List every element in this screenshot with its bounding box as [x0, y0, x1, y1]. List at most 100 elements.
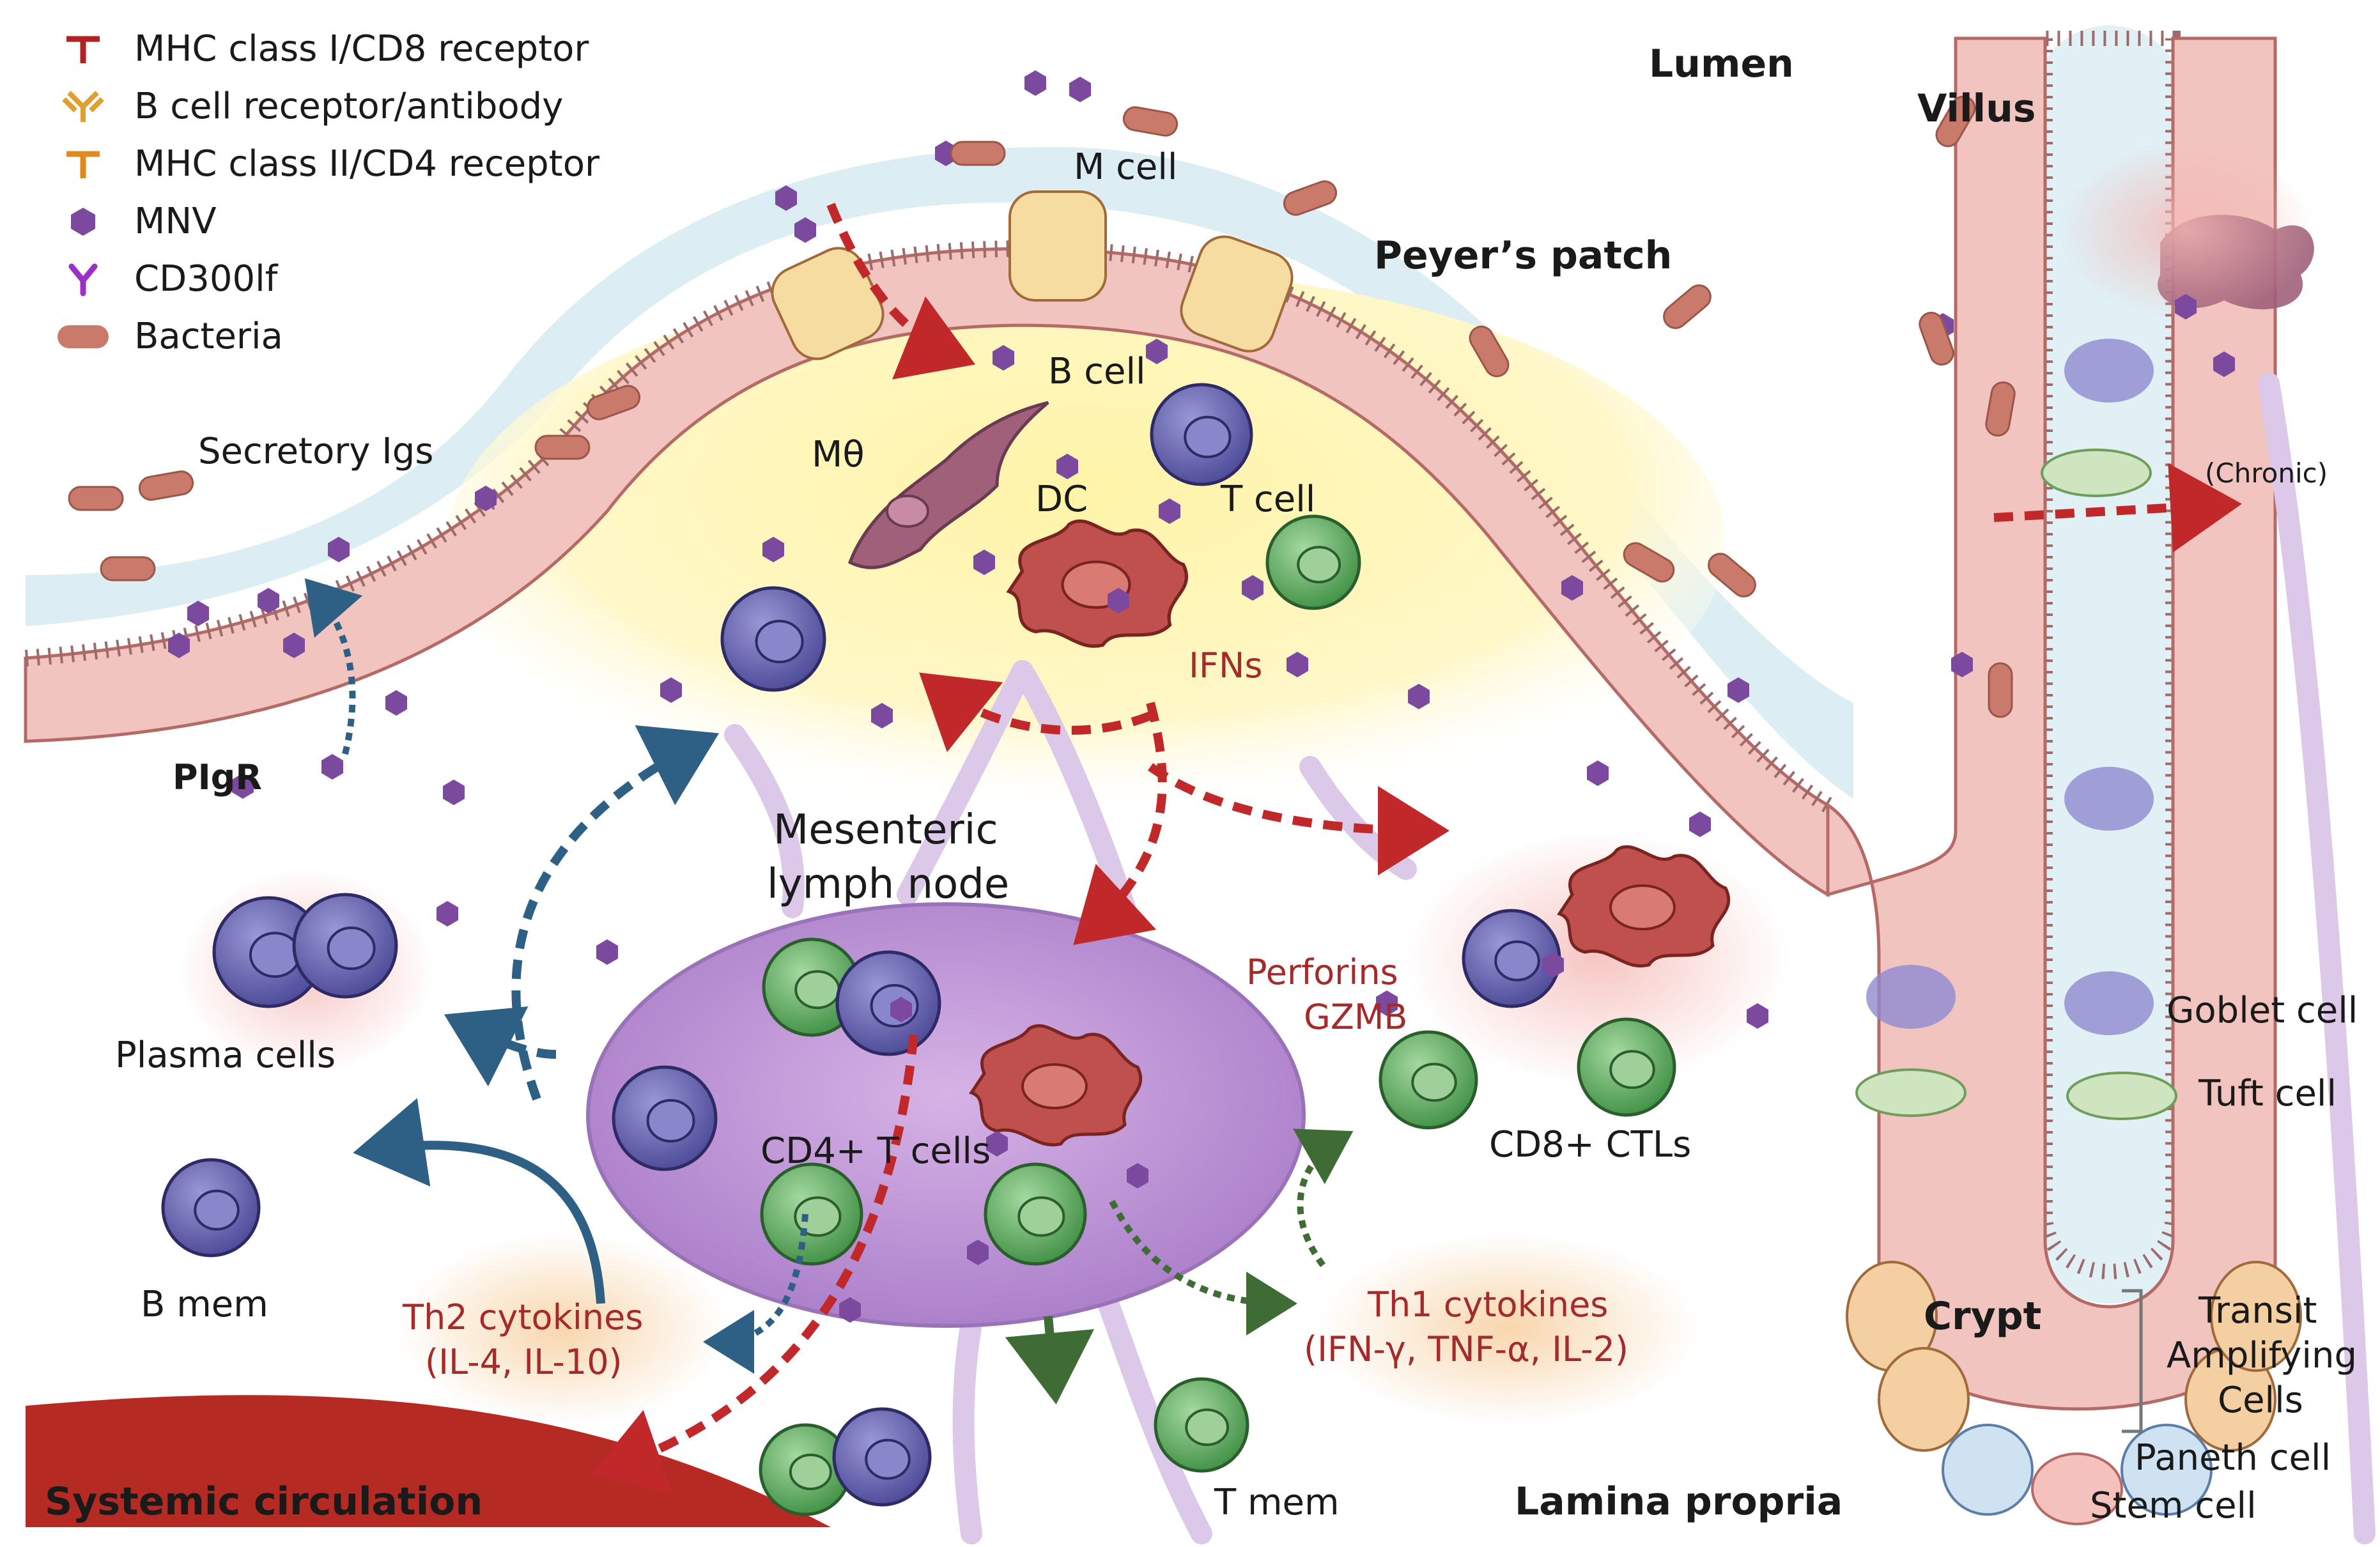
bacterium	[68, 486, 124, 511]
m-cell-uptake-arrow	[826, 203, 975, 380]
b-cell	[720, 586, 826, 692]
label-goblet-cell: Goblet cell	[2167, 990, 2358, 1031]
b-cell	[212, 896, 325, 1008]
label-crypt: Crypt	[1924, 1294, 2041, 1339]
mnv-particle	[762, 537, 784, 562]
label-t-cell: T cell	[1220, 479, 1315, 520]
label-cd8-ctls: CD8+ CTLs	[1489, 1124, 1691, 1166]
bacterium	[1283, 180, 1338, 216]
mnv-particle	[1069, 77, 1091, 102]
mnv-particle	[258, 588, 279, 613]
label-m-cell: M cell	[1074, 146, 1177, 188]
b-cell	[612, 1065, 718, 1171]
legend-item: MHC class II/CD4 receptor	[66, 143, 600, 185]
label-b-cell: B cell	[1048, 351, 1146, 392]
mnv-particle	[890, 997, 912, 1022]
b-cell	[1462, 909, 1561, 1008]
bacteria-group	[68, 95, 2016, 718]
bacterium	[950, 141, 1006, 166]
mnv-particle	[973, 550, 995, 575]
mnv-particle	[1376, 990, 1398, 1016]
legend-label: CD300lf	[134, 258, 279, 300]
mnv-particle	[321, 754, 343, 780]
label-th1-2: (IFN-γ, TNF-α, IL-2)	[1304, 1329, 1628, 1369]
legend-label: Bacteria	[134, 316, 283, 357]
label-th2-1: Th2 cytokines	[402, 1297, 643, 1337]
mnv-particle	[168, 633, 190, 658]
t-cell	[1379, 1030, 1478, 1130]
mnv-particle	[2175, 294, 2197, 319]
solid-arrows	[353, 1098, 1095, 1405]
to-lymph-node-arrow	[1073, 702, 1167, 945]
label-transit-1: Transit	[2198, 1290, 2317, 1332]
mnv-particle	[1689, 812, 1711, 837]
mnv-particle	[1747, 1003, 1768, 1029]
ctl-arrow	[1293, 1128, 1354, 1267]
label-dc: DC	[1035, 479, 1088, 520]
label-macrophage: Mθ	[812, 434, 865, 475]
mnv-particle	[187, 601, 209, 626]
to-lamina-propria-arrow	[1147, 763, 1449, 875]
legend-item: MNV	[71, 201, 217, 242]
bacterium	[1935, 95, 1976, 148]
bacterium	[1469, 325, 1510, 378]
macrophage	[847, 401, 1049, 569]
label-mesenteric-1: Mesenteric	[773, 806, 998, 854]
bacterium	[1988, 662, 2013, 718]
mnv-particle	[1024, 70, 1046, 96]
mhc-class-i-icon	[66, 36, 100, 63]
bacterium	[100, 556, 156, 581]
antibody-icon	[62, 91, 104, 122]
label-pigr: PIgR	[173, 757, 262, 797]
label-chronic: (Chronic)	[2205, 458, 2328, 489]
bacteria-icon	[58, 325, 109, 348]
mnv-particle	[1056, 454, 1078, 479]
mnv-particle	[443, 780, 465, 805]
mnv-particle	[871, 703, 893, 728]
bacterium	[586, 385, 641, 420]
label-paneth-cell: Paneth cell	[2135, 1437, 2331, 1479]
t-cell	[759, 1423, 852, 1516]
legend-label: MHC class I/CD8 receptor	[134, 28, 589, 70]
secretory-ig-arrow	[304, 578, 363, 755]
ifn-arrow	[919, 672, 1152, 753]
mnv-particle	[232, 773, 254, 799]
label-villus: Villus	[1917, 86, 2036, 131]
bacterium	[1985, 381, 2016, 437]
mnv-particle	[1542, 952, 1564, 978]
mnv-particle	[967, 1240, 989, 1265]
label-th1-1: Th1 cytokines	[1367, 1284, 1608, 1325]
mnv-particle	[2213, 351, 2235, 377]
label-transit-2: Amplifying	[2167, 1335, 2357, 1376]
arrows	[304, 203, 2242, 1495]
mnv-particle	[1727, 677, 1749, 703]
bacterium	[1122, 106, 1178, 137]
label-plasma-cells: Plasma cells	[115, 1035, 336, 1076]
mnv-particle	[1287, 652, 1308, 677]
cd300lf-icon	[68, 263, 98, 296]
label-th2-2: (IL-4, IL-10)	[425, 1342, 622, 1382]
mnv-particle	[660, 677, 682, 703]
b-cell	[835, 950, 941, 1056]
bacterium	[1663, 284, 1712, 329]
legend-item: MHC class I/CD8 receptor	[66, 28, 589, 70]
b-cell	[1150, 383, 1253, 486]
b-cell	[161, 1158, 261, 1258]
t-cell	[760, 1162, 863, 1266]
label-mesenteric-2: lymph node	[767, 861, 1009, 908]
villus-chronic-arrow	[1993, 463, 2242, 553]
mnv-particles	[168, 70, 2235, 1323]
plasma-cell-arrow	[444, 1006, 557, 1087]
bacterium	[1708, 553, 1756, 597]
mhc-class-ii-icon	[66, 151, 100, 178]
t-cell	[1265, 514, 1361, 610]
label-systemic-circulation: Systemic circulation	[45, 1479, 483, 1524]
bacterium	[138, 470, 194, 501]
bacterium	[1919, 311, 1954, 366]
mnv-particle	[475, 486, 497, 511]
b-cell	[832, 1407, 932, 1507]
label-ifns: IFNs	[1189, 645, 1263, 686]
label-peyers-patch: Peyer’s patch	[1374, 233, 1672, 278]
mnv-particle	[1127, 1163, 1148, 1189]
